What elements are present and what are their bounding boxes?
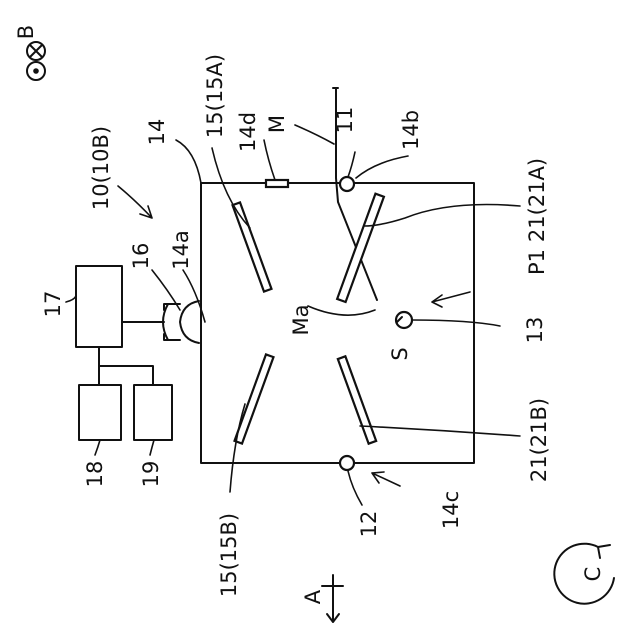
- label-s: S: [388, 347, 412, 360]
- electrode-15b: [235, 354, 274, 443]
- arrow-p1: [432, 292, 470, 307]
- label-ma: Ma: [289, 305, 313, 336]
- label-b: B: [14, 25, 38, 39]
- label-11: 11: [333, 107, 357, 134]
- label-15b: 15(15B): [217, 513, 241, 597]
- label-10: 10(10B): [89, 126, 113, 210]
- roller-12: [340, 456, 354, 470]
- label-m: M: [265, 115, 289, 133]
- leader-18: [95, 440, 100, 455]
- label-14d: 14d: [236, 112, 260, 152]
- arrow-a: [322, 575, 343, 622]
- electrode-21b: [338, 356, 376, 443]
- leader-17: [66, 296, 76, 302]
- leader-11: [348, 152, 355, 177]
- connector-lines: [99, 322, 164, 385]
- leader-m: [295, 125, 334, 144]
- label-17: 17: [41, 291, 65, 318]
- leader-14b: [356, 156, 408, 178]
- label-21b: 21(21B): [527, 398, 551, 482]
- roller-11: [340, 177, 354, 191]
- label-12: 12: [357, 511, 381, 538]
- leader-14d: [264, 140, 275, 180]
- label-21a: 21(21A): [525, 158, 549, 242]
- arrow-14c: [372, 472, 400, 486]
- label-19: 19: [139, 461, 163, 488]
- arrow-10: [118, 186, 152, 218]
- label-14b: 14b: [399, 110, 423, 150]
- electrode-15a: [233, 202, 272, 291]
- label-14: 14: [145, 119, 169, 146]
- label-a: A: [301, 589, 325, 604]
- box-17: [76, 266, 122, 347]
- box-19: [134, 385, 172, 440]
- label-16: 16: [129, 243, 153, 270]
- label-14a: 14a: [169, 230, 193, 270]
- dot-symbol-center: [33, 68, 39, 74]
- label-18: 18: [83, 461, 107, 488]
- label-p1: P1: [525, 249, 549, 275]
- port-14d: [266, 180, 288, 187]
- leader-13: [412, 320, 500, 326]
- label-13: 13: [523, 317, 547, 344]
- cross-symbol-x: [30, 45, 42, 57]
- label-c: C: [581, 567, 605, 582]
- leader-12: [348, 471, 362, 505]
- box-18: [79, 385, 121, 440]
- electrode-21a: [337, 194, 384, 302]
- unit-16: [163, 301, 199, 343]
- label-14c: 14c: [439, 491, 463, 529]
- label-15a: 15(15A): [203, 54, 227, 138]
- leader-21a: [364, 205, 520, 227]
- leader-19: [150, 440, 154, 455]
- leader-21b: [360, 426, 520, 436]
- leader-ma: [308, 306, 375, 315]
- leader-14: [176, 140, 201, 183]
